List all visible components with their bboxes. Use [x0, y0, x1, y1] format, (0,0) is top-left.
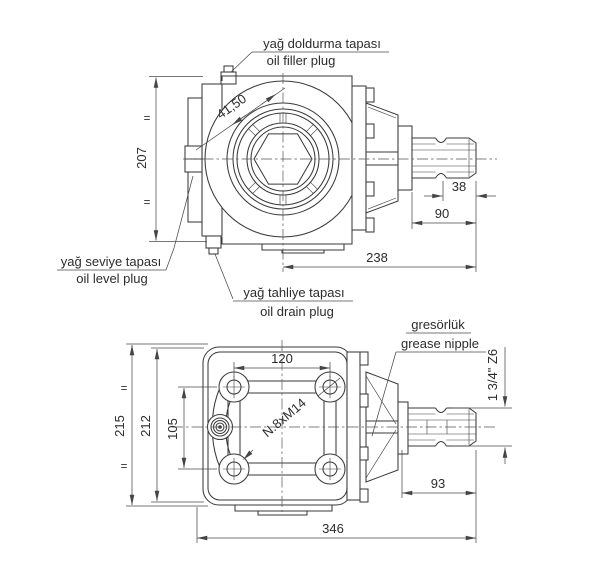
dim-105: 105: [165, 386, 217, 470]
svg-text:oil filler plug: oil filler plug: [267, 53, 336, 68]
hex-bore: [253, 133, 313, 185]
svg-text:90: 90: [435, 206, 449, 221]
svg-text:grease nipple: grease nipple: [401, 336, 479, 351]
svg-text:yağ tahliye tapası: yağ tahliye tapası: [243, 285, 344, 300]
pto-spline-shaft-top: [411, 137, 477, 179]
dim-38: 38: [424, 179, 496, 201]
svg-text:346: 346: [322, 521, 344, 536]
dim-shaft-spec: 1 3/4" Z6: [452, 347, 512, 464]
mounting-hole: [314, 453, 346, 485]
shaft-groove-top: [435, 137, 447, 144]
svg-text:=: =: [121, 383, 128, 395]
shaft-step-bottom: [397, 401, 409, 455]
svg-text:105: 105: [165, 418, 180, 440]
dim-212: 212: [138, 347, 204, 503]
grease-nipple-label: gresörlük grease nipple: [371, 317, 486, 437]
rear-flange-plate: [346, 351, 361, 501]
bottom-view: 215 = = 212 105 120: [112, 317, 512, 543]
svg-text:=: =: [121, 461, 128, 473]
svg-text:215: 215: [112, 415, 127, 437]
oil-filler-label: yağ doldurma tapası oil filler plug: [230, 36, 389, 73]
svg-text:120: 120: [271, 351, 293, 366]
svg-text:207: 207: [134, 147, 149, 169]
svg-text:38: 38: [452, 179, 466, 194]
spline-spokes: [248, 113, 318, 205]
dim-215: 215 = =: [112, 343, 208, 507]
svg-text:yağ doldurma tapası: yağ doldurma tapası: [263, 36, 381, 51]
dim-207: 207 = =: [134, 76, 207, 242]
oil-drain-label: yağ tahliye tapası oil drain plug: [214, 253, 353, 319]
rear-bottom-step: [234, 505, 333, 516]
dim-238: 238: [282, 250, 477, 270]
svg-text:=: =: [144, 113, 151, 125]
dim-90: 90: [411, 181, 477, 272]
svg-text:238: 238: [366, 250, 388, 265]
mounting-holes: [218, 371, 346, 485]
oil-level-label: yağ seviye tapası oil level plug: [57, 175, 194, 286]
svg-text:gresörlük: gresörlük: [411, 317, 465, 332]
dim-93: 93: [401, 450, 477, 543]
svg-text:93: 93: [431, 476, 445, 491]
gearbox-housing-outline: [221, 75, 353, 245]
output-flange-plate: [351, 85, 367, 231]
svg-text:1 3/4" Z6: 1 3/4" Z6: [485, 349, 500, 401]
svg-text:oil drain plug: oil drain plug: [260, 304, 334, 319]
flange-bolts: [365, 87, 375, 233]
dim-120: 120: [233, 351, 331, 378]
svg-text:=: =: [144, 197, 151, 209]
shaft-step: [397, 125, 413, 191]
flange-bolts-bottom: [359, 351, 369, 503]
svg-text:yağ seviye tapası: yağ seviye tapası: [61, 254, 161, 269]
oil-drain-plug: [205, 235, 222, 255]
svg-text:212: 212: [138, 415, 153, 437]
top-view: 207 = = 41,50 38 90 238: [57, 36, 497, 319]
housing-bottom-step: [261, 244, 345, 254]
oil-filler-plug: [220, 65, 237, 85]
mounting-hole: [218, 453, 250, 485]
dim-346: 346: [196, 507, 477, 543]
svg-text:oil level plug: oil level plug: [76, 271, 148, 286]
